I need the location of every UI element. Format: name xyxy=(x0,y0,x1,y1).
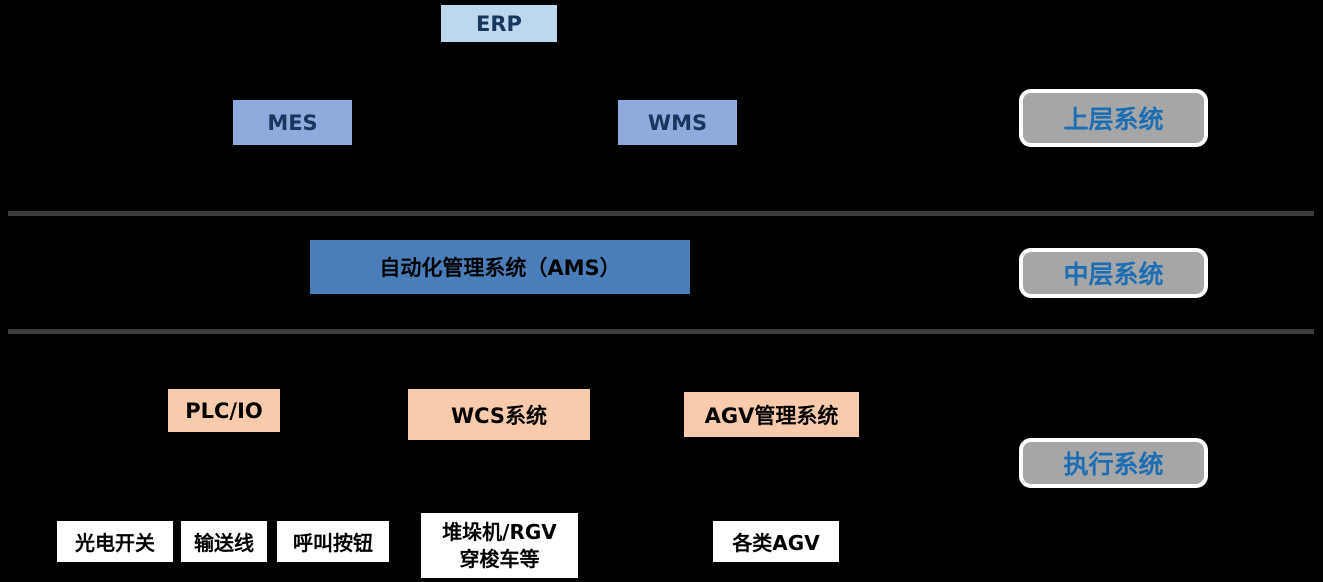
node-conveyor-line: 输送线 xyxy=(181,521,267,562)
layer-divider-bottom xyxy=(8,329,1314,334)
node-wms: WMS xyxy=(618,100,737,145)
stacker-line1: 堆垛机/RGV xyxy=(442,519,557,544)
node-plc-io: PLC/IO xyxy=(168,389,280,432)
layer-label-upper: 上层系统 xyxy=(1019,89,1208,147)
node-erp: ERP xyxy=(441,5,557,42)
node-ams: 自动化管理系统（AMS） xyxy=(310,240,690,294)
stacker-line2: 穿梭车等 xyxy=(459,546,540,571)
layer-divider-top xyxy=(8,211,1314,216)
node-mes: MES xyxy=(233,100,352,145)
node-agv-management: AGV管理系统 xyxy=(684,392,859,437)
node-call-button: 呼叫按钮 xyxy=(277,521,389,562)
layer-label-middle: 中层系统 xyxy=(1019,248,1208,298)
node-wcs: WCS系统 xyxy=(408,389,590,440)
node-stacker-rgv-shuttle: 堆垛机/RGV 穿梭车等 xyxy=(421,513,578,578)
layer-label-execution: 执行系统 xyxy=(1019,438,1208,488)
node-photoelectric-switch: 光电开关 xyxy=(57,521,173,562)
node-agv-types: 各类AGV xyxy=(713,521,839,562)
